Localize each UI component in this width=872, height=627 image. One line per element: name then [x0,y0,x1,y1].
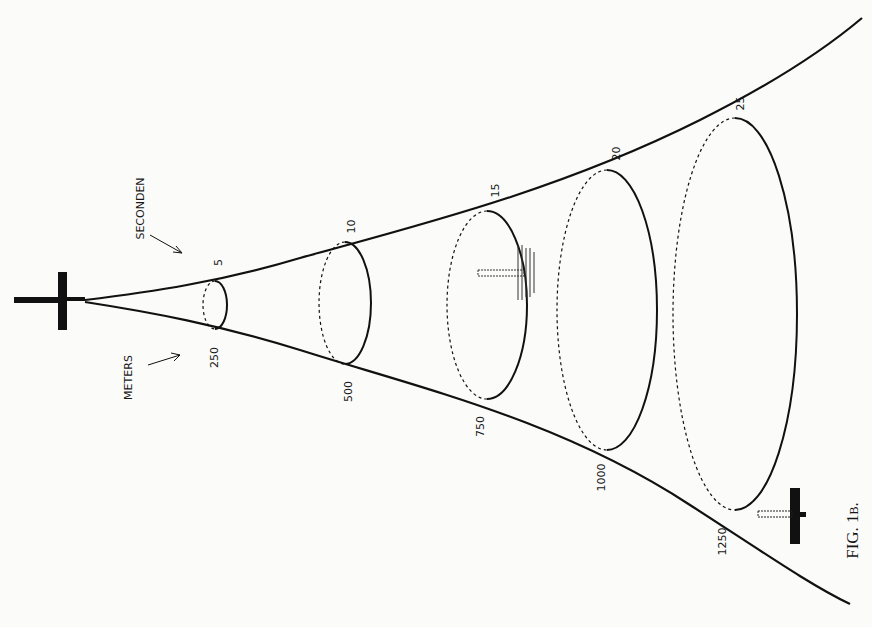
scale-number: 750 [475,416,486,437]
gun-symbol [14,272,85,330]
scale-number: 500 [343,381,354,402]
axis-label: METERS [123,355,134,400]
scale-number: 1000 [596,463,607,491]
cone-upper-edge [85,18,862,300]
cone-lower-edge [85,302,850,604]
label-arrows [148,235,182,365]
aircraft [758,488,806,544]
scale-number: 15 [490,183,501,197]
scale-number: 5 [213,259,224,266]
scale-number: 10 [346,219,357,233]
axis-label: SECONDEN [135,177,146,239]
scale-number: 250 [209,347,220,368]
figure-caption: FIG. 1b. [844,502,861,559]
scale-number: 20 [611,146,622,160]
range-ellipses [203,118,797,510]
scale-number: 25 [735,96,746,110]
aircraft-in-cone [478,245,534,300]
scale-number: 1250 [717,527,728,555]
